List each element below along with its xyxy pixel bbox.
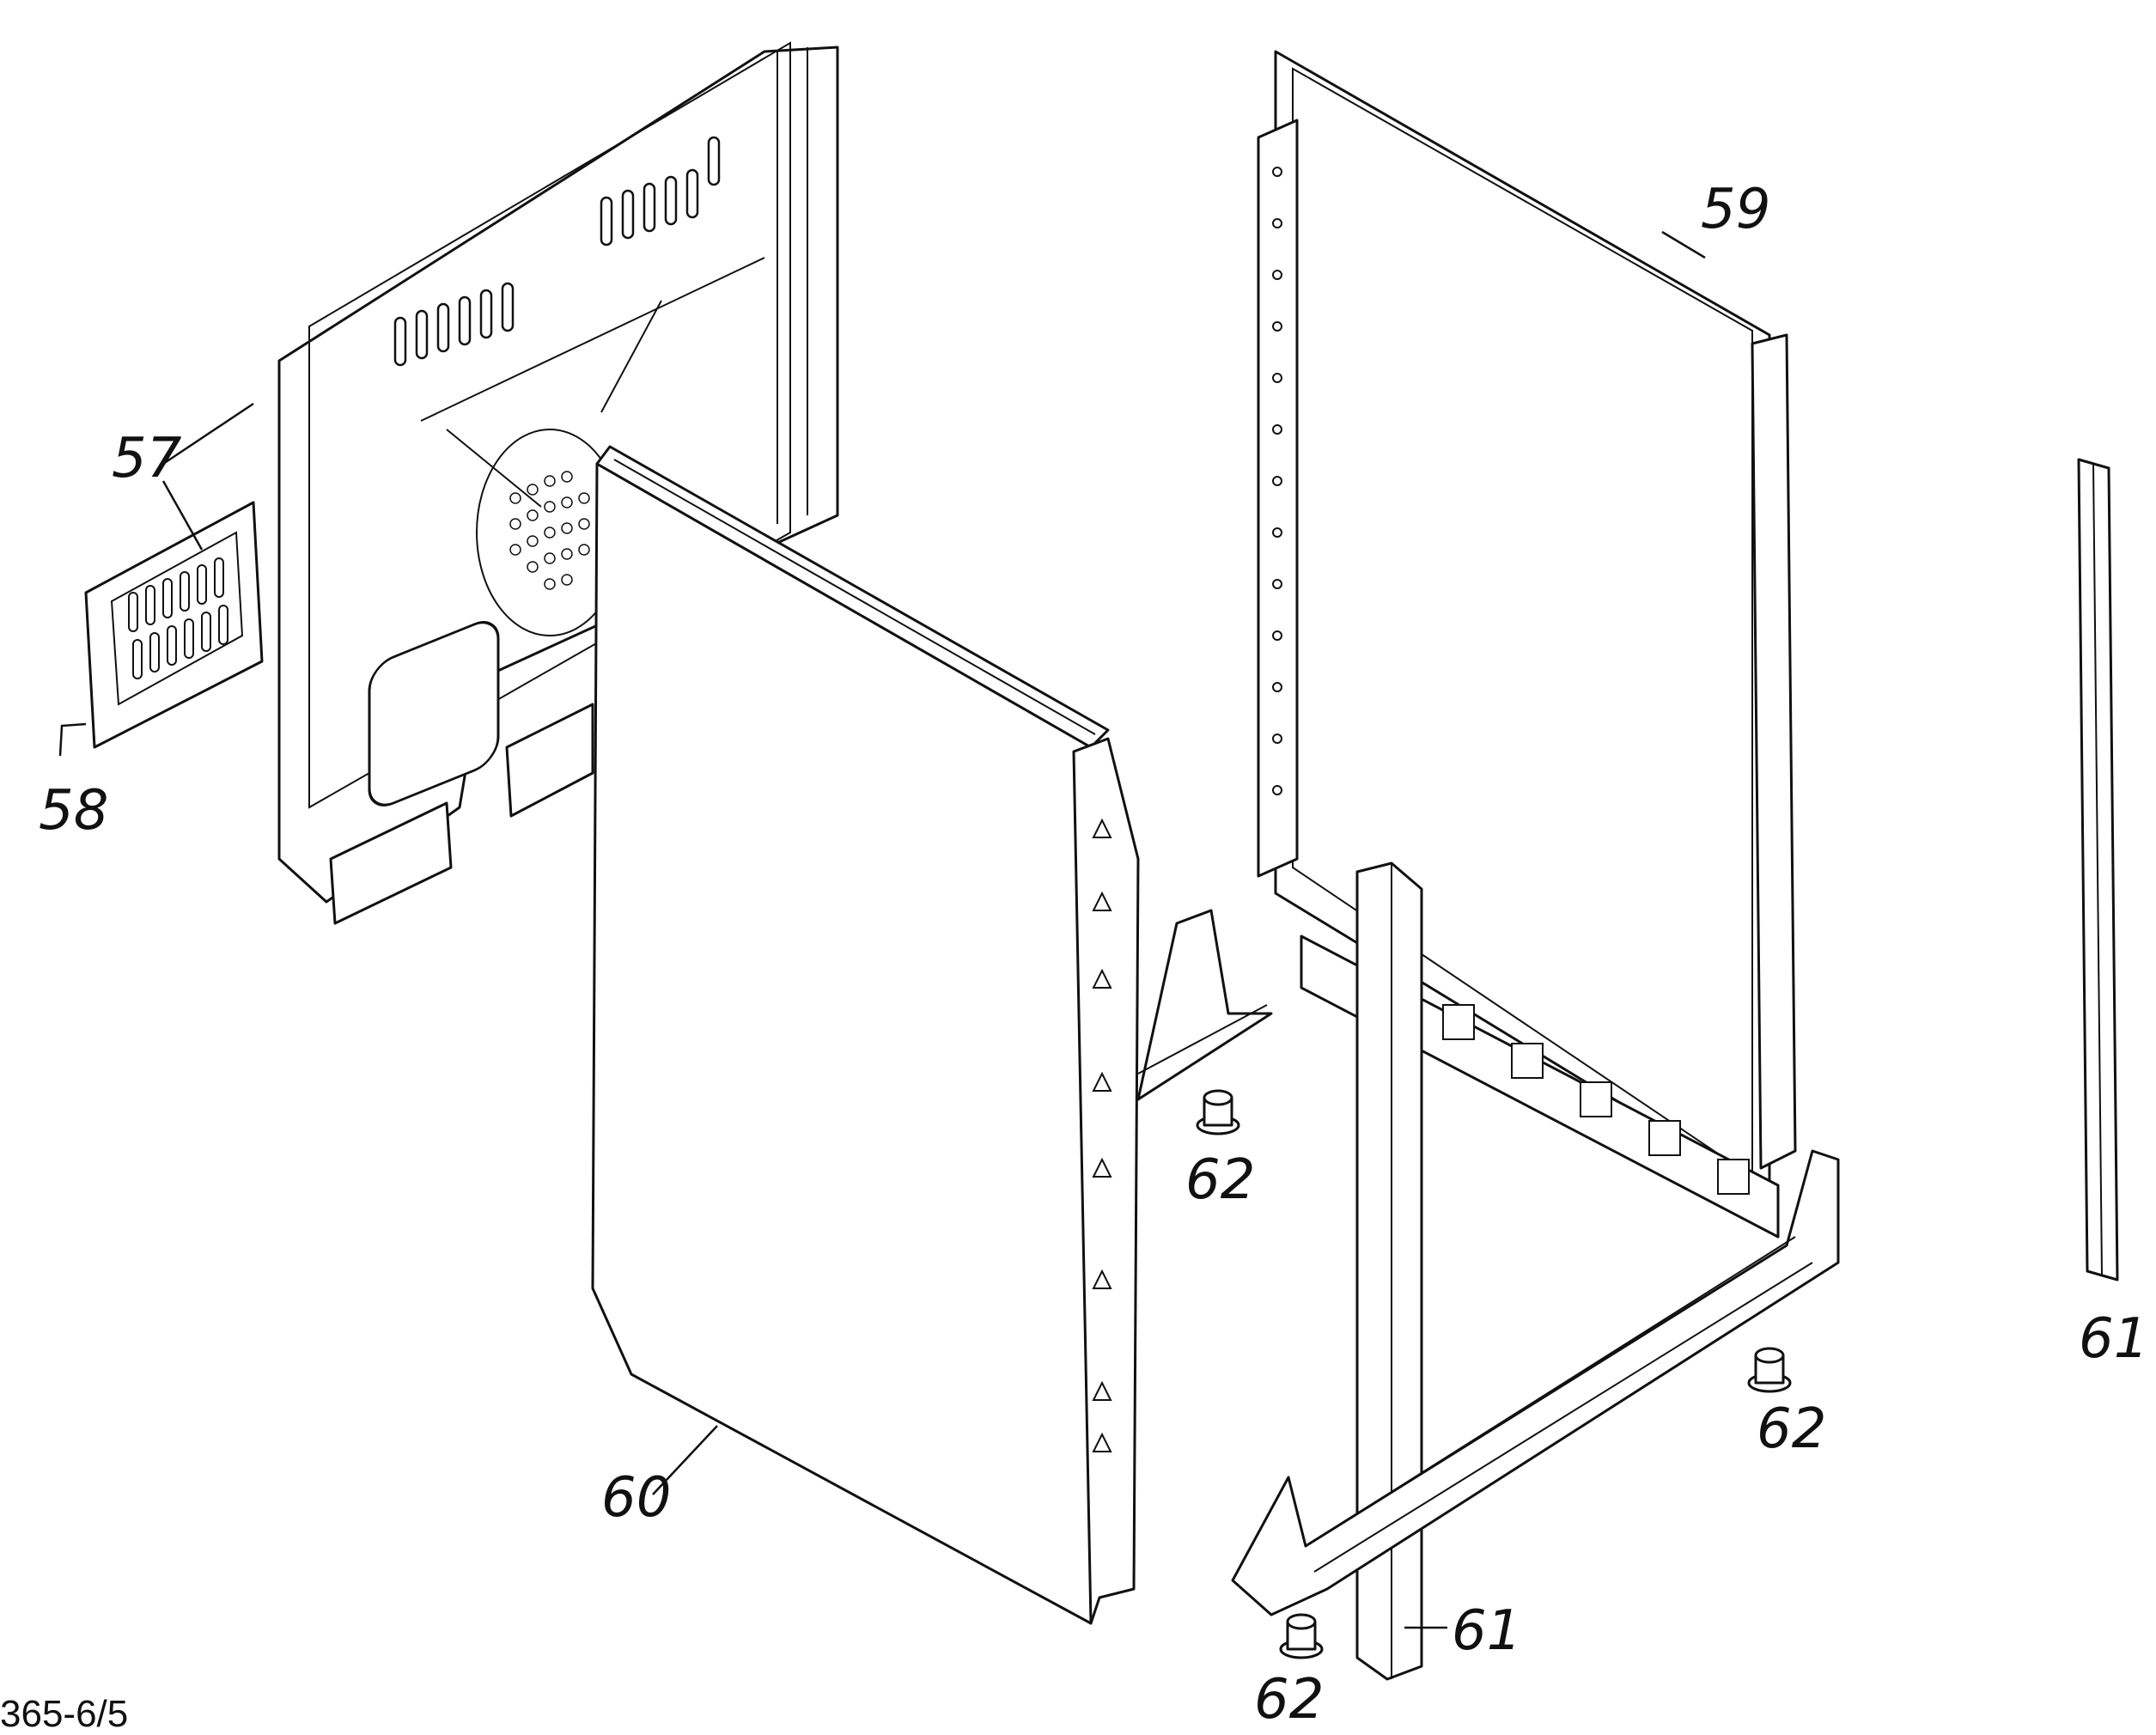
callout-57: 57 (112, 427, 182, 490)
vent-slots (393, 136, 721, 367)
front-post-61 (1355, 861, 1423, 1681)
callout-61-bottom: 61 (1452, 1599, 1521, 1663)
foot-62-bottom (1279, 1613, 1324, 1659)
back-panel (277, 41, 839, 925)
drawing-code: 365-6/5 (0, 1693, 128, 1735)
callouts: 57 58 59 60 61 61 62 62 62 (39, 178, 2148, 1732)
vent-cover-57 (84, 501, 264, 749)
leader-lines (58, 230, 1706, 1629)
side-panel-60 (591, 445, 1140, 1625)
callout-62-center: 62 (1185, 1148, 1255, 1212)
callout-58: 58 (39, 779, 108, 843)
foot-62-right (1747, 1347, 1792, 1393)
side-rail-61 (2077, 458, 2119, 1281)
callout-59: 59 (1701, 178, 1770, 241)
bottom-frame (1231, 1149, 1840, 1616)
mounting-bracket (1136, 909, 1273, 1101)
foot-62-center (1196, 1089, 1240, 1135)
callout-61-right: 61 (2079, 1307, 2148, 1371)
callout-62-right: 62 (1757, 1397, 1826, 1461)
callout-62-bottom: 62 (1254, 1668, 1324, 1732)
callout-60: 60 (601, 1466, 671, 1530)
